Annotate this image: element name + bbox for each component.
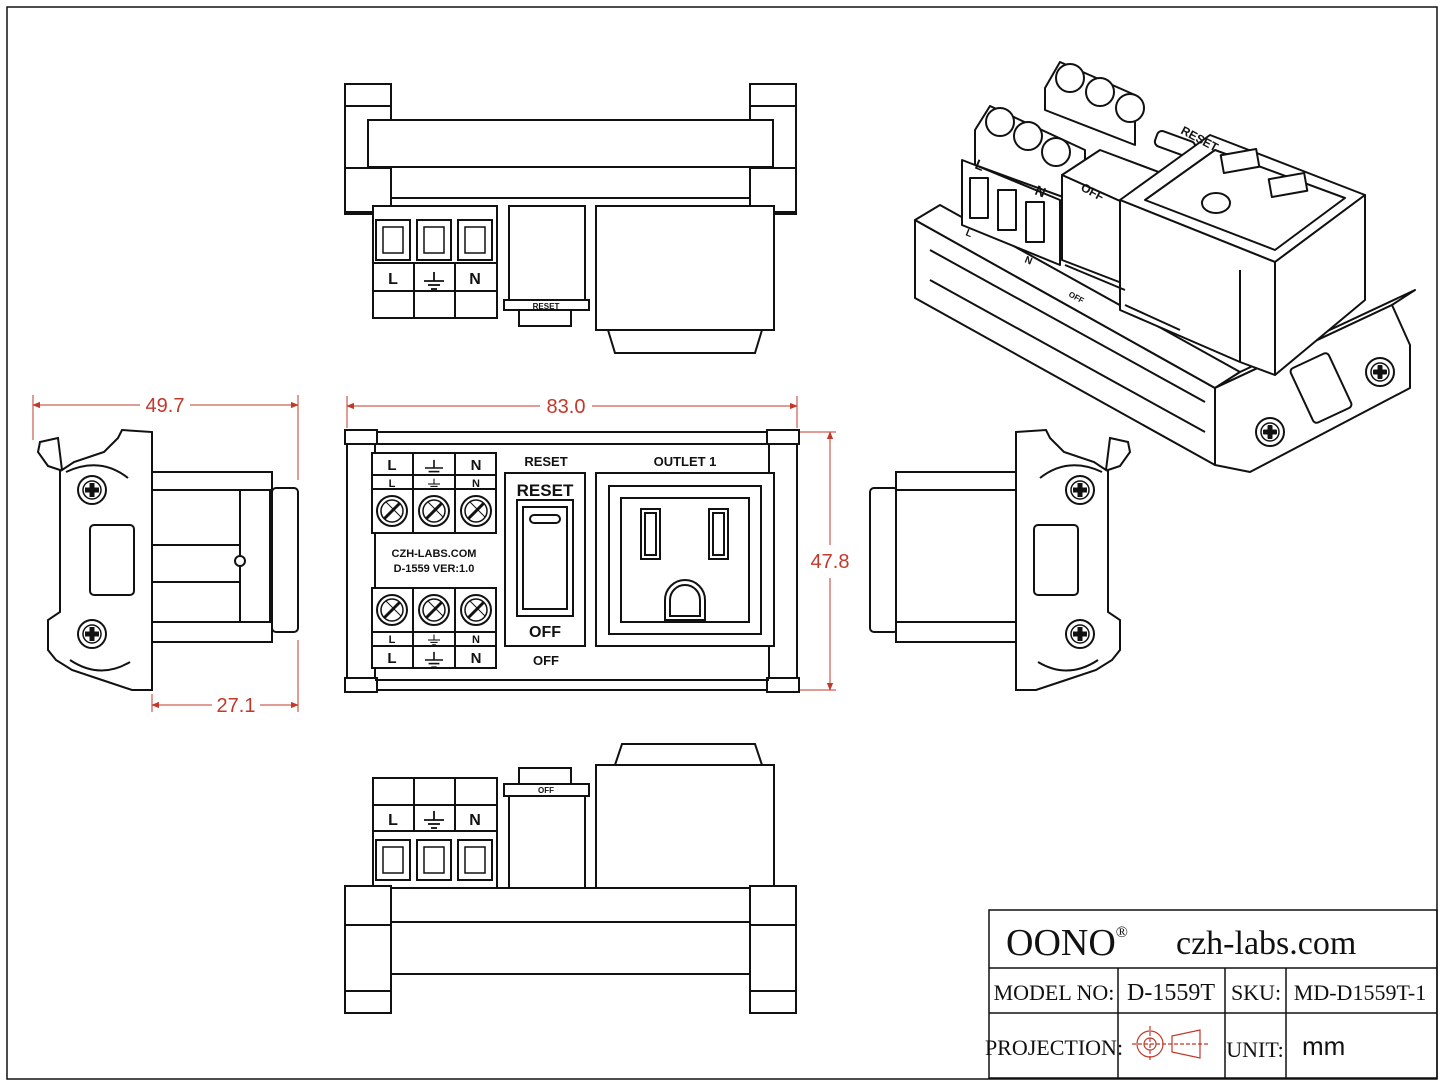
front-lower-n: N bbox=[471, 650, 482, 667]
dim-height: 47.8 bbox=[800, 431, 850, 691]
front-view-labels: L N L N CZH-LABS.COM D-1559 VER:1.0 L N … bbox=[387, 454, 717, 669]
dim-width-side: 49.7 bbox=[32, 395, 299, 480]
top-view: L N RESET bbox=[344, 83, 797, 354]
top-terminal-n: N bbox=[469, 271, 481, 288]
title-block bbox=[988, 909, 1438, 1079]
bottom-view: OFF bbox=[344, 743, 797, 1014]
reset-button-label: RESET bbox=[517, 481, 574, 500]
projection-symbol-icon bbox=[1132, 1026, 1208, 1062]
brand-mark: ® bbox=[1116, 924, 1128, 941]
top-switch-text: RESET bbox=[533, 302, 560, 311]
front-lower-n2: N bbox=[472, 634, 480, 646]
brand-url: czh-labs.com bbox=[1176, 925, 1356, 962]
model-label: MODEL NO: bbox=[994, 980, 1115, 1005]
front-version: D-1559 VER:1.0 bbox=[394, 563, 475, 575]
dim-depth-text: 27.1 bbox=[217, 695, 256, 717]
dim-width-side-text: 49.7 bbox=[146, 395, 185, 417]
top-terminal-l: L bbox=[388, 271, 398, 288]
front-website: CZH-LABS.COM bbox=[392, 548, 477, 560]
bottom-view-labels: L N bbox=[388, 810, 481, 829]
front-upper-n: N bbox=[471, 457, 482, 474]
dim-length-text: 83.0 bbox=[547, 396, 586, 418]
brand-name: OONO® bbox=[1006, 922, 1128, 964]
sku-value: MD-D1559T-1 bbox=[1294, 980, 1426, 1005]
unit-value: mm bbox=[1302, 1031, 1345, 1061]
unit-label: UNIT: bbox=[1226, 1037, 1284, 1062]
reset-title: RESET bbox=[524, 454, 567, 469]
bottom-switch-text: OFF bbox=[538, 786, 554, 795]
isometric-view bbox=[914, 61, 1416, 473]
iso-terminal-n2: N bbox=[1023, 255, 1034, 268]
front-lower-l: L bbox=[387, 650, 396, 667]
front-upper-n2: N bbox=[472, 478, 480, 490]
outlet-title: OUTLET 1 bbox=[654, 454, 717, 469]
model-value: D-1559T bbox=[1127, 980, 1215, 1006]
right-side-view bbox=[869, 428, 1132, 691]
bottom-terminal-l: L bbox=[388, 812, 398, 829]
off-button-label: OFF bbox=[529, 624, 561, 641]
front-upper-l2: L bbox=[389, 478, 396, 490]
front-lower-l2: L bbox=[389, 634, 396, 646]
front-upper-l: L bbox=[387, 457, 396, 474]
projection-label: PROJECTION: bbox=[985, 1035, 1123, 1060]
left-side-view bbox=[36, 428, 299, 691]
title-block-text: OONO® czh-labs.com MODEL NO: D-1559T SKU… bbox=[985, 922, 1426, 1062]
sheet-border bbox=[6, 6, 1438, 1080]
dim-depth: 27.1 bbox=[151, 640, 299, 717]
dim-length: 83.0 bbox=[346, 396, 798, 428]
dim-height-text: 47.8 bbox=[811, 551, 850, 573]
front-view bbox=[344, 429, 800, 693]
bottom-terminal-n: N bbox=[469, 812, 481, 829]
iso-terminal-l2: L bbox=[964, 228, 974, 240]
off-title: OFF bbox=[533, 653, 559, 668]
sku-label: SKU: bbox=[1231, 980, 1281, 1005]
